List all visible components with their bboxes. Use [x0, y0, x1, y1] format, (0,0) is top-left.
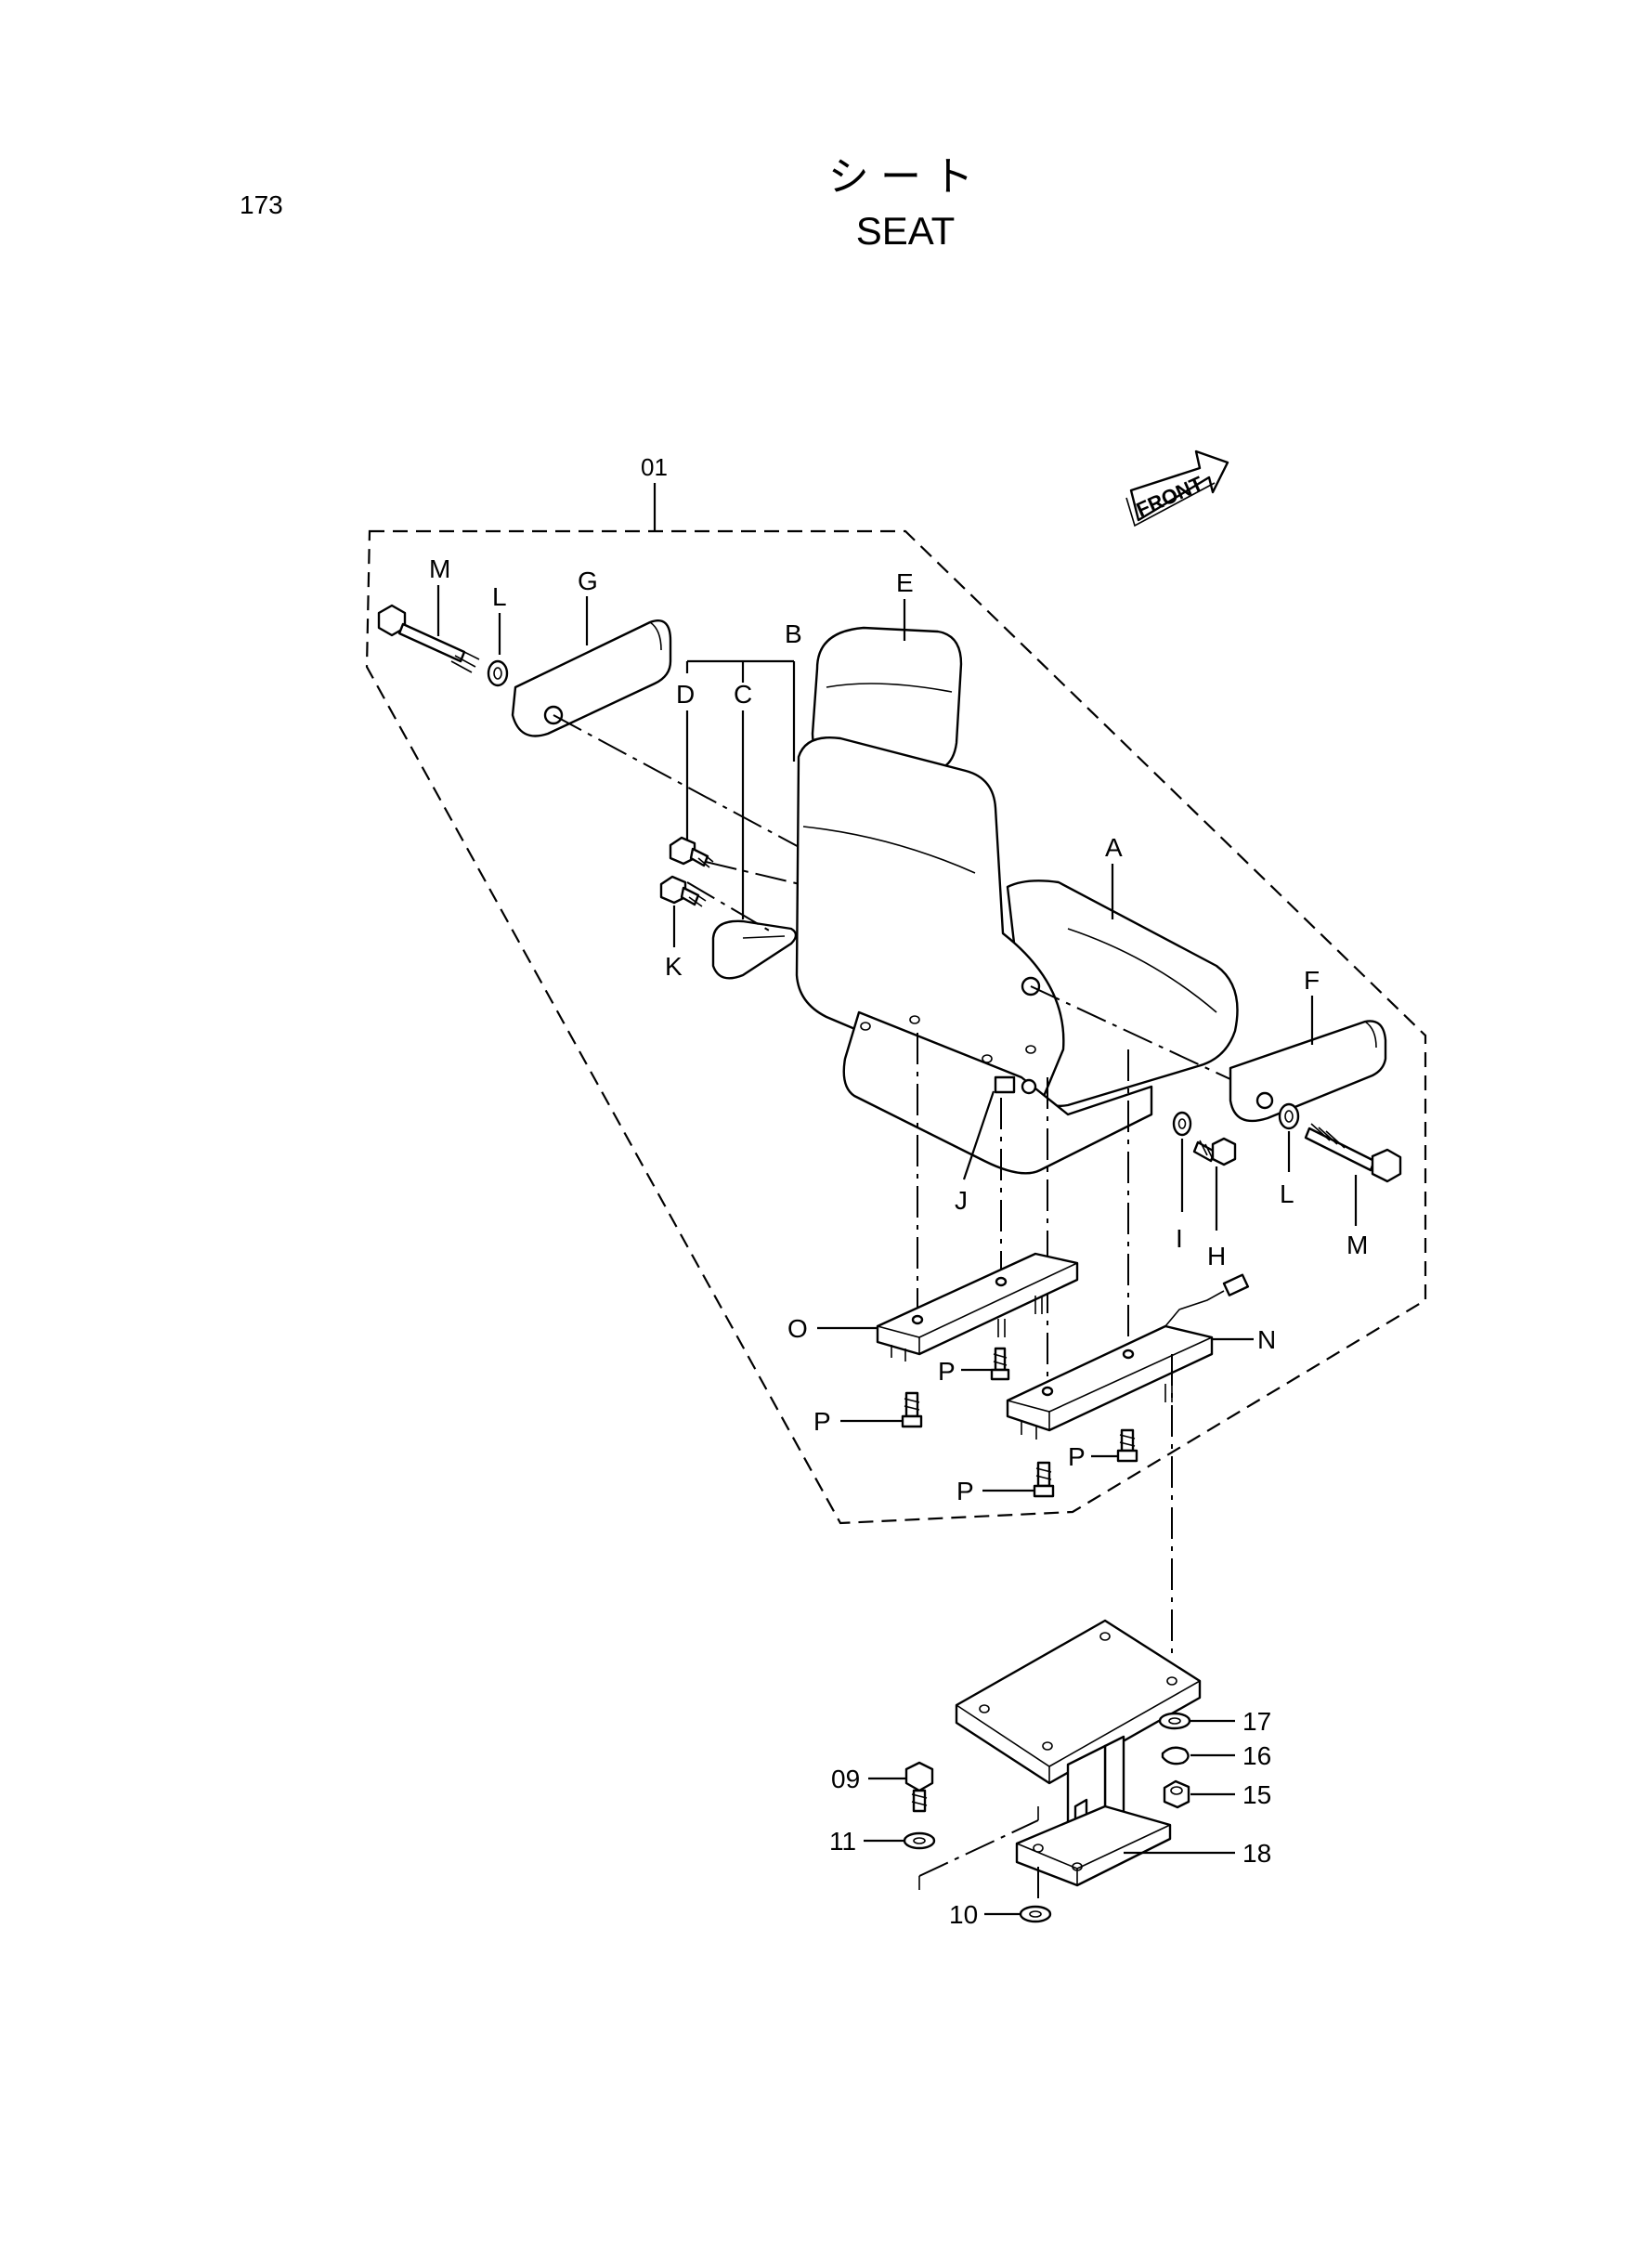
washer-11 [903, 1831, 936, 1850]
title-japanese: シ ー ト [828, 154, 973, 200]
callout-C: C [734, 680, 752, 709]
callout-09: 09 [831, 1765, 860, 1793]
callout-N: N [1257, 1325, 1276, 1354]
recline-lever-C [711, 919, 798, 980]
callout-P-2: P [813, 1407, 831, 1436]
front-arrow-icon: FRONT [1125, 449, 1229, 528]
bolt-09 [904, 1761, 934, 1813]
callout-K: K [665, 952, 683, 981]
bolt-D [669, 836, 714, 868]
callout-H: H [1207, 1242, 1226, 1270]
nut-15 [1163, 1779, 1190, 1809]
bolt-H [1192, 1137, 1237, 1166]
bolt-M-left [377, 604, 480, 673]
bolt-M-right [1304, 1123, 1402, 1183]
spring-washer-16 [1161, 1746, 1190, 1765]
right-armrest-F [1229, 1020, 1387, 1123]
callout-A: A [1105, 833, 1123, 862]
left-armrest-G [511, 619, 672, 737]
page-number: 173 [240, 190, 283, 219]
assembly-boundary [365, 529, 1427, 1525]
seat-stand-18 [955, 1619, 1202, 1887]
callout-I: I [1176, 1224, 1183, 1253]
washer-17 [1158, 1712, 1191, 1730]
callout-15: 15 [1242, 1780, 1271, 1809]
callout-P-3: P [1068, 1442, 1086, 1471]
slide-rail-N [1006, 1273, 1250, 1440]
callout-P-1: P [938, 1357, 956, 1386]
callout-L-right: L [1280, 1179, 1294, 1208]
callout-E: E [896, 568, 914, 597]
callout-D: D [676, 680, 695, 709]
callout-F: F [1304, 966, 1320, 995]
bolt-P-2 [901, 1391, 923, 1428]
callout-10: 10 [949, 1900, 978, 1929]
callout-G: G [578, 567, 598, 595]
callout-16: 16 [1242, 1741, 1271, 1770]
callout-M-left: M [429, 554, 450, 583]
bolt-K [659, 875, 707, 907]
callout-01: 01 [641, 453, 668, 481]
callout-L-left: L [492, 582, 507, 611]
callout-J: J [955, 1186, 968, 1215]
callout-B: B [785, 619, 802, 648]
washer-L-right [1278, 1102, 1300, 1130]
washer-I [1172, 1111, 1192, 1137]
bolt-P-3 [1116, 1428, 1138, 1463]
callout-M-right: M [1346, 1231, 1368, 1259]
callout-18: 18 [1242, 1839, 1271, 1868]
title-english: SEAT [856, 209, 956, 253]
seat-A [795, 736, 1239, 1175]
bolt-P-4 [1033, 1461, 1055, 1498]
washer-10 [1019, 1905, 1052, 1923]
callout-O: O [787, 1314, 808, 1343]
bolt-P-1 [990, 1347, 1010, 1381]
callout-P-4: P [956, 1477, 974, 1505]
callout-17: 17 [1242, 1707, 1271, 1736]
slide-rail-O [876, 1252, 1079, 1362]
callout-11: 11 [829, 1827, 856, 1856]
washer-L-left [487, 659, 509, 687]
